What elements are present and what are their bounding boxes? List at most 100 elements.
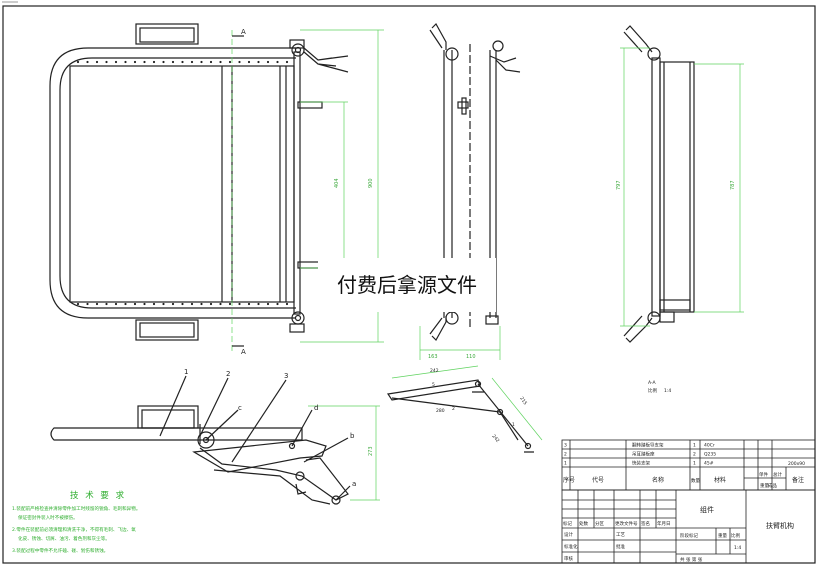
- bom-row-qty: 1: [693, 461, 696, 467]
- bolt-dot: [86, 60, 89, 64]
- bolt-dot: [266, 302, 270, 306]
- bom-head-weight: 重量: [760, 482, 769, 489]
- bom-row-no: 2: [564, 452, 567, 458]
- bolt-dot: [285, 302, 289, 306]
- bom-head-single: 单件: [759, 471, 768, 478]
- bolt-dot: [238, 302, 241, 306]
- bom-row-name: 吊耳踏板座: [632, 451, 655, 458]
- bolt-dot: [105, 302, 108, 306]
- bolt-dot: [247, 60, 251, 64]
- bom-extra-label: 成品: [768, 482, 777, 489]
- tb-row-label: 签名: [641, 520, 650, 527]
- part-label-d: d: [314, 404, 318, 412]
- bolt-dot: [143, 60, 146, 64]
- bom-head-mat: 材料: [714, 476, 726, 484]
- bolt-dot: [200, 60, 203, 64]
- bolt-dot: [133, 60, 137, 64]
- bom-row-mat: Q235: [704, 452, 716, 458]
- dim-link-low: 242: [490, 433, 500, 444]
- tech-requirements: 技 术 要 求 1.装配前严格检查并清除零件加工时残留的锐角、毛刺和异物。 保证…: [12, 490, 140, 554]
- scale-note-label: 比例: [648, 387, 657, 394]
- tb-row-label: 年月日: [657, 520, 671, 527]
- dim-link-side: 2: [452, 406, 455, 412]
- tb-assembly: 组件: [700, 505, 714, 514]
- part-label-3: 3: [284, 372, 288, 380]
- linkage-diagram: 242 5 2 280 215 242 1: [386, 365, 543, 453]
- bottom-mechanism: 273 1 2 3 b c d a: [50, 368, 380, 505]
- bom-row-no: 1: [564, 461, 567, 467]
- bolt-dot: [266, 60, 270, 64]
- tb-row-label: 更改文件号: [615, 520, 638, 527]
- bolt-dot: [76, 302, 80, 306]
- part-label-c: c: [238, 404, 242, 412]
- bom-row-no: 3: [564, 443, 567, 449]
- dim-front-long: 900: [368, 178, 374, 188]
- bolt-dot: [276, 302, 279, 306]
- bolt-dot: [219, 60, 222, 64]
- bolt-dot: [124, 60, 127, 64]
- bolt-dot: [105, 60, 108, 64]
- bolt-dot: [124, 302, 127, 306]
- tb-person-label: 审核: [564, 555, 573, 562]
- bolt-dot: [133, 302, 137, 306]
- tb-sheet-text: 共 张 第 张: [680, 556, 703, 563]
- bolt-dot: [143, 302, 146, 306]
- tech-item-4: 化皮、锈蚀、切屑、油污、着色剂和灰尘等。: [18, 535, 110, 542]
- tb-scale-label: 比例: [731, 532, 740, 539]
- title-block: 组件 扶臂机构 阶段标记 重量 比例 1:4 共 张 第 张 标记处数分区更改文…: [561, 489, 816, 564]
- dim-link-mid: 280: [436, 408, 445, 414]
- right-view: 797 787 A-A 比例 1:4: [616, 25, 744, 394]
- tb-person-label: 标准化: [564, 543, 578, 550]
- dim-front-short: 404: [334, 178, 340, 188]
- tb-row-label: 处数: [579, 520, 588, 527]
- part-label-1: 1: [184, 368, 188, 376]
- bom-head-remark: 备注: [792, 476, 804, 484]
- bolt-dot: [276, 60, 279, 64]
- dim-side-bottom-b: 110: [466, 354, 476, 360]
- dim-right-b: 787: [730, 180, 736, 190]
- bolt-dot: [95, 60, 99, 64]
- sheet-border: [2, 5, 816, 564]
- bolt-dot: [190, 302, 194, 306]
- bolt-dot: [181, 60, 184, 64]
- bom-head-qty: 数量: [691, 477, 700, 484]
- bolt-dot: [114, 60, 118, 64]
- watermark-box: [318, 258, 496, 312]
- bom-row-mat: 45#: [704, 461, 714, 467]
- bolt-dot: [190, 60, 194, 64]
- tb-row-label: 分区: [595, 520, 604, 527]
- bolt-dot: [171, 60, 175, 64]
- tb-row-label: 标记: [563, 520, 572, 527]
- dim-right-a: 797: [616, 180, 622, 190]
- tech-title: 技 术 要 求: [70, 490, 126, 501]
- bolt-dot: [228, 302, 232, 306]
- bolt-dot: [209, 60, 213, 64]
- bom-row-qty: 1: [693, 443, 696, 449]
- bolt-dot: [257, 302, 260, 306]
- bolt-dot: [95, 302, 99, 306]
- tb-drawing-name: 扶臂机构: [766, 521, 794, 530]
- tb-person-label: 批准: [616, 543, 625, 550]
- bom-head-name: 名称: [652, 476, 664, 484]
- tb-weight-label: 重量: [718, 532, 727, 539]
- dim-link-diag: 215: [518, 396, 528, 407]
- dim-link-small: 5: [432, 382, 435, 388]
- tech-item-1: 1.装配前严格检查并清除零件加工时残留的锐角、毛刺和异物。: [12, 505, 140, 512]
- tb-scale-value: 1:4: [734, 545, 741, 551]
- bolt-dot: [162, 302, 165, 306]
- bolt-dot: [228, 60, 232, 64]
- dim-side-bottom-a: 163: [428, 354, 438, 360]
- bolt-dot: [171, 302, 175, 306]
- part-label-a: a: [352, 480, 356, 488]
- bolt-dot: [86, 302, 89, 306]
- bom-row-qty: 2: [693, 452, 696, 458]
- front-view: A A 404 900: [49, 23, 384, 356]
- watermark-text: 付费后拿源文件: [337, 273, 477, 297]
- tech-item-3: 2.零件在装配前必须清理和清洗干净，不得有毛刺、飞边、氧: [12, 526, 136, 533]
- tb-person-label: 工艺: [616, 532, 625, 538]
- bolt-dot: [238, 60, 241, 64]
- bolt-dot: [285, 60, 289, 64]
- bom-head-code: 代号: [592, 476, 604, 484]
- tb-person-label: 设计: [564, 531, 573, 538]
